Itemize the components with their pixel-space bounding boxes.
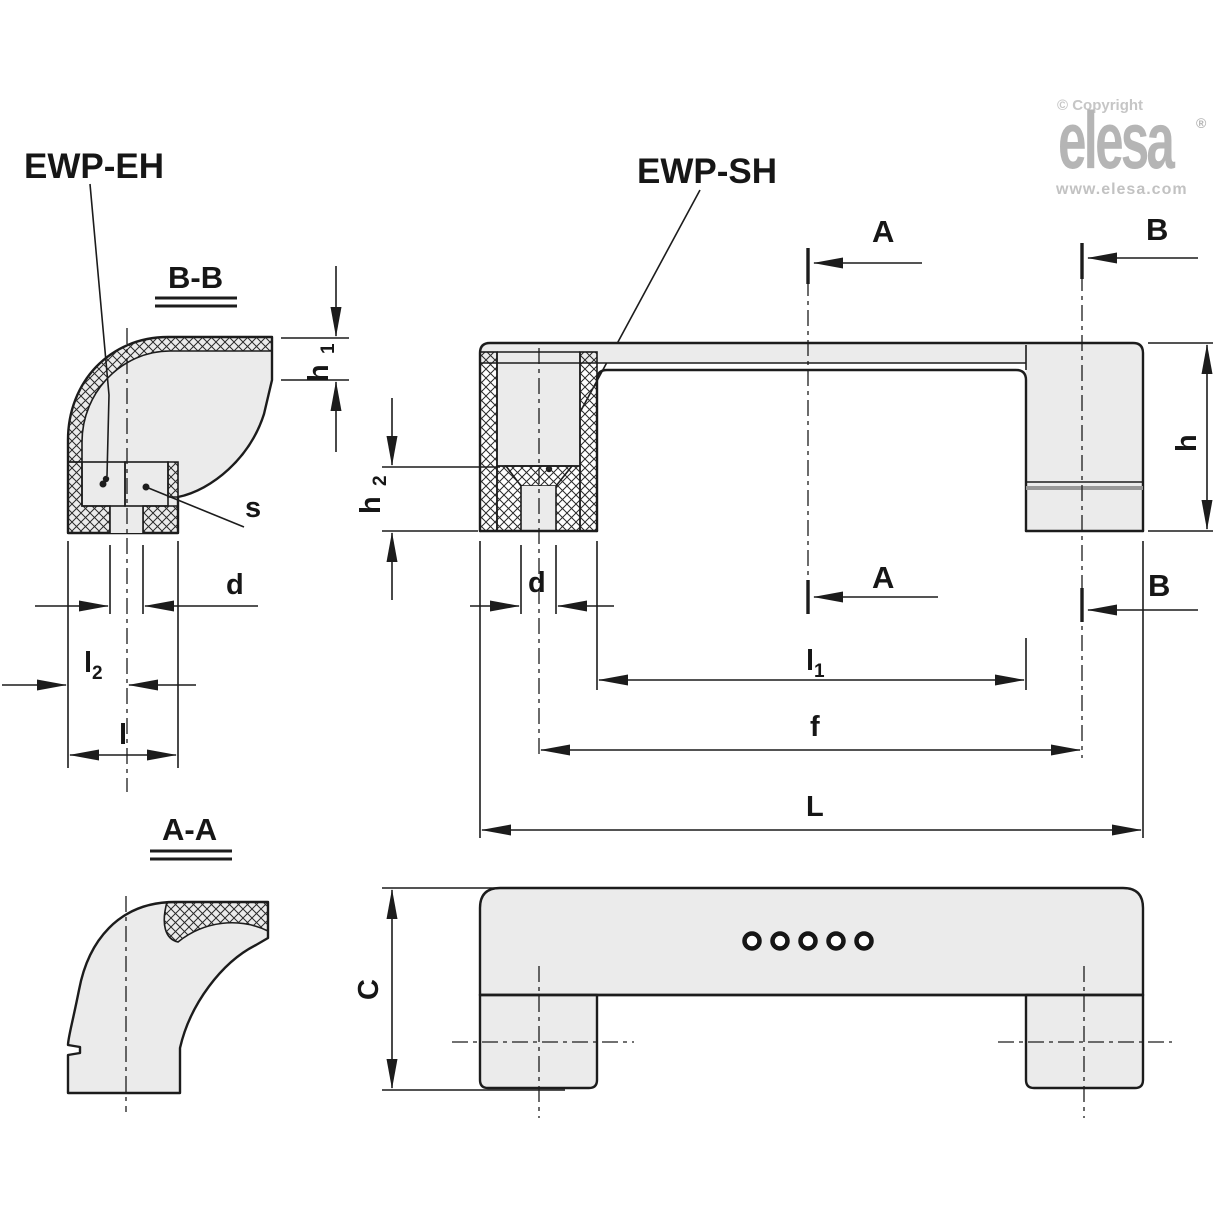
dim-label-h: h xyxy=(1171,434,1203,452)
registered-mark-icon: ® xyxy=(1196,115,1207,131)
dim-label-l1-sub: 1 xyxy=(814,661,825,682)
front-right-wall-hatch xyxy=(579,351,598,532)
part-callouts: EWP-EH EWP-SH s xyxy=(24,147,777,528)
front-left-wall-hatch xyxy=(479,351,498,532)
bottom-view: C xyxy=(353,886,1172,1118)
dim-label-h2-sub: 2 xyxy=(370,475,391,486)
bb-insert-right xyxy=(124,461,169,507)
dim-label-h1: h xyxy=(303,364,335,382)
dim-label-L: L xyxy=(806,791,824,823)
cut-label-a-top: A xyxy=(872,214,894,249)
front-right-boss xyxy=(1026,363,1143,531)
dim-label-d-front: d xyxy=(528,567,546,599)
section-title-bb: B-B xyxy=(168,260,223,295)
website-text: www.elesa.com xyxy=(1055,181,1188,198)
dim-label-l2: l xyxy=(84,647,92,679)
dim-label-f: f xyxy=(810,711,820,743)
s-leader-line xyxy=(145,486,245,528)
section-cut-lines: A A B B xyxy=(806,212,1198,758)
dim-label-l: l xyxy=(119,719,127,751)
dims-front-view: h 2 h d l 1 f L xyxy=(355,342,1213,838)
dim-label-l1: l xyxy=(806,645,814,677)
elesa-logo: elesa xyxy=(1058,96,1176,186)
dim-label-h2: h xyxy=(355,496,387,514)
ewp-eh-leader-dot xyxy=(102,475,110,483)
front-view xyxy=(478,341,1145,758)
dim-label-l2-sub: 2 xyxy=(92,663,103,684)
front-grip-face xyxy=(480,343,1143,363)
branding-block: © Copyright elesa ® www.elesa.com xyxy=(1055,96,1207,198)
dim-label-d-section: d xyxy=(226,569,244,601)
section-titles: B-B A-A xyxy=(150,260,237,861)
section-view-bb xyxy=(66,328,274,792)
cut-label-b-top: B xyxy=(1146,212,1168,247)
dim-label-h1-sub: 1 xyxy=(318,343,339,354)
cut-label-b-bottom: B xyxy=(1148,568,1170,603)
section-title-aa: A-A xyxy=(162,812,217,847)
part-label-ewp-eh: EWP-EH xyxy=(24,147,164,186)
dims-bb-view: h 1 d l 2 l xyxy=(2,266,349,768)
aa-silhouette xyxy=(66,900,270,1095)
part-label-ewp-sh: EWP-SH xyxy=(637,152,777,191)
dim-label-s: s xyxy=(245,492,261,524)
copyright-text: © Copyright xyxy=(1057,97,1143,114)
section-view-aa xyxy=(66,896,270,1112)
bb-insert-dot-left xyxy=(99,480,107,488)
cut-label-a-bottom: A xyxy=(872,560,894,595)
ewp-eh-leader-line xyxy=(89,183,110,477)
aa-shell-hatch xyxy=(163,901,269,943)
bottom-vent-holes xyxy=(742,931,874,951)
dim-label-C: C xyxy=(353,979,385,1000)
